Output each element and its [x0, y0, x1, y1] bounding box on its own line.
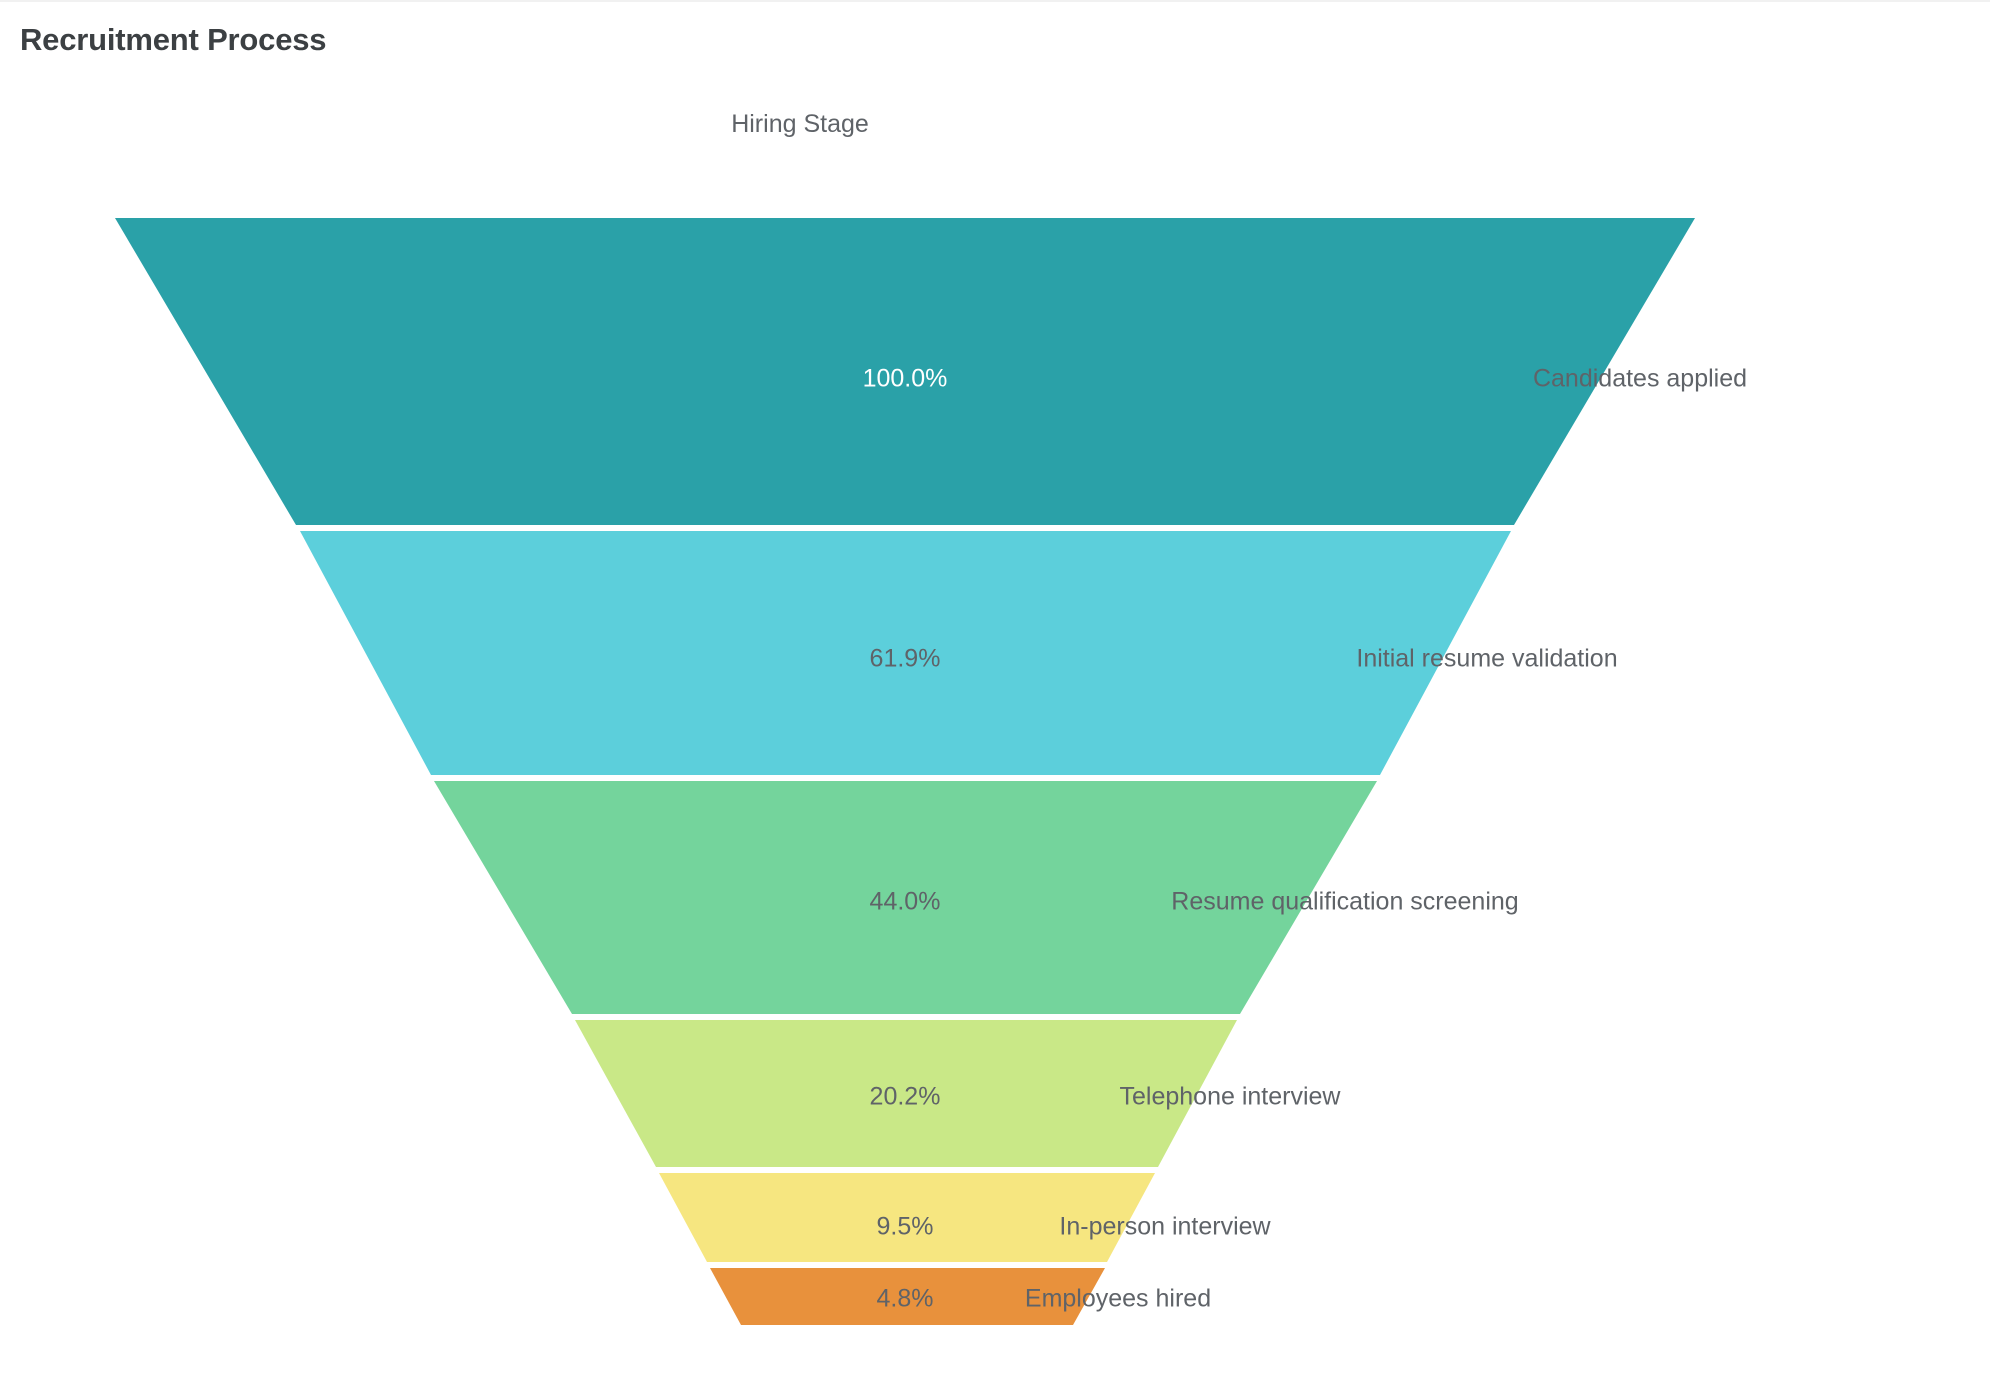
funnel-segment[interactable] — [115, 218, 1695, 525]
funnel-segment-label: Candidates applied — [1533, 365, 1747, 393]
funnel-segment[interactable] — [659, 1173, 1155, 1262]
funnel-segment[interactable] — [575, 1020, 1237, 1167]
funnel-segments-group — [115, 218, 1695, 1325]
funnel-segment-value: 4.8% — [877, 1285, 934, 1313]
funnel-segment[interactable] — [300, 531, 1511, 775]
funnel-segment-label: Resume qualification screening — [1171, 888, 1518, 916]
funnel-segment-value: 44.0% — [870, 888, 941, 916]
funnel-segment[interactable] — [710, 1268, 1105, 1325]
page-title: Recruitment Process — [20, 22, 327, 57]
funnel-segment-label: In-person interview — [1059, 1213, 1271, 1241]
chart-subtitle-row: Hiring Stage — [0, 110, 1990, 139]
funnel-segment-label: Employees hired — [1025, 1285, 1211, 1313]
funnel-value-labels-group: 100.0% 61.9% 44.0% 20.2% 9.5% 4.8% — [863, 365, 948, 1313]
chart-subtitle: Hiring Stage — [731, 110, 869, 138]
funnel-segment-value: 9.5% — [877, 1213, 934, 1241]
funnel-segment-value: 20.2% — [870, 1083, 941, 1111]
top-divider — [0, 0, 1990, 2]
funnel-segment-value: 100.0% — [863, 365, 948, 393]
funnel-segment[interactable] — [434, 781, 1377, 1014]
funnel-segment-label: Initial resume validation — [1356, 645, 1617, 673]
funnel-segment-label: Telephone interview — [1120, 1083, 1342, 1111]
funnel-segment-value: 61.9% — [870, 645, 941, 673]
